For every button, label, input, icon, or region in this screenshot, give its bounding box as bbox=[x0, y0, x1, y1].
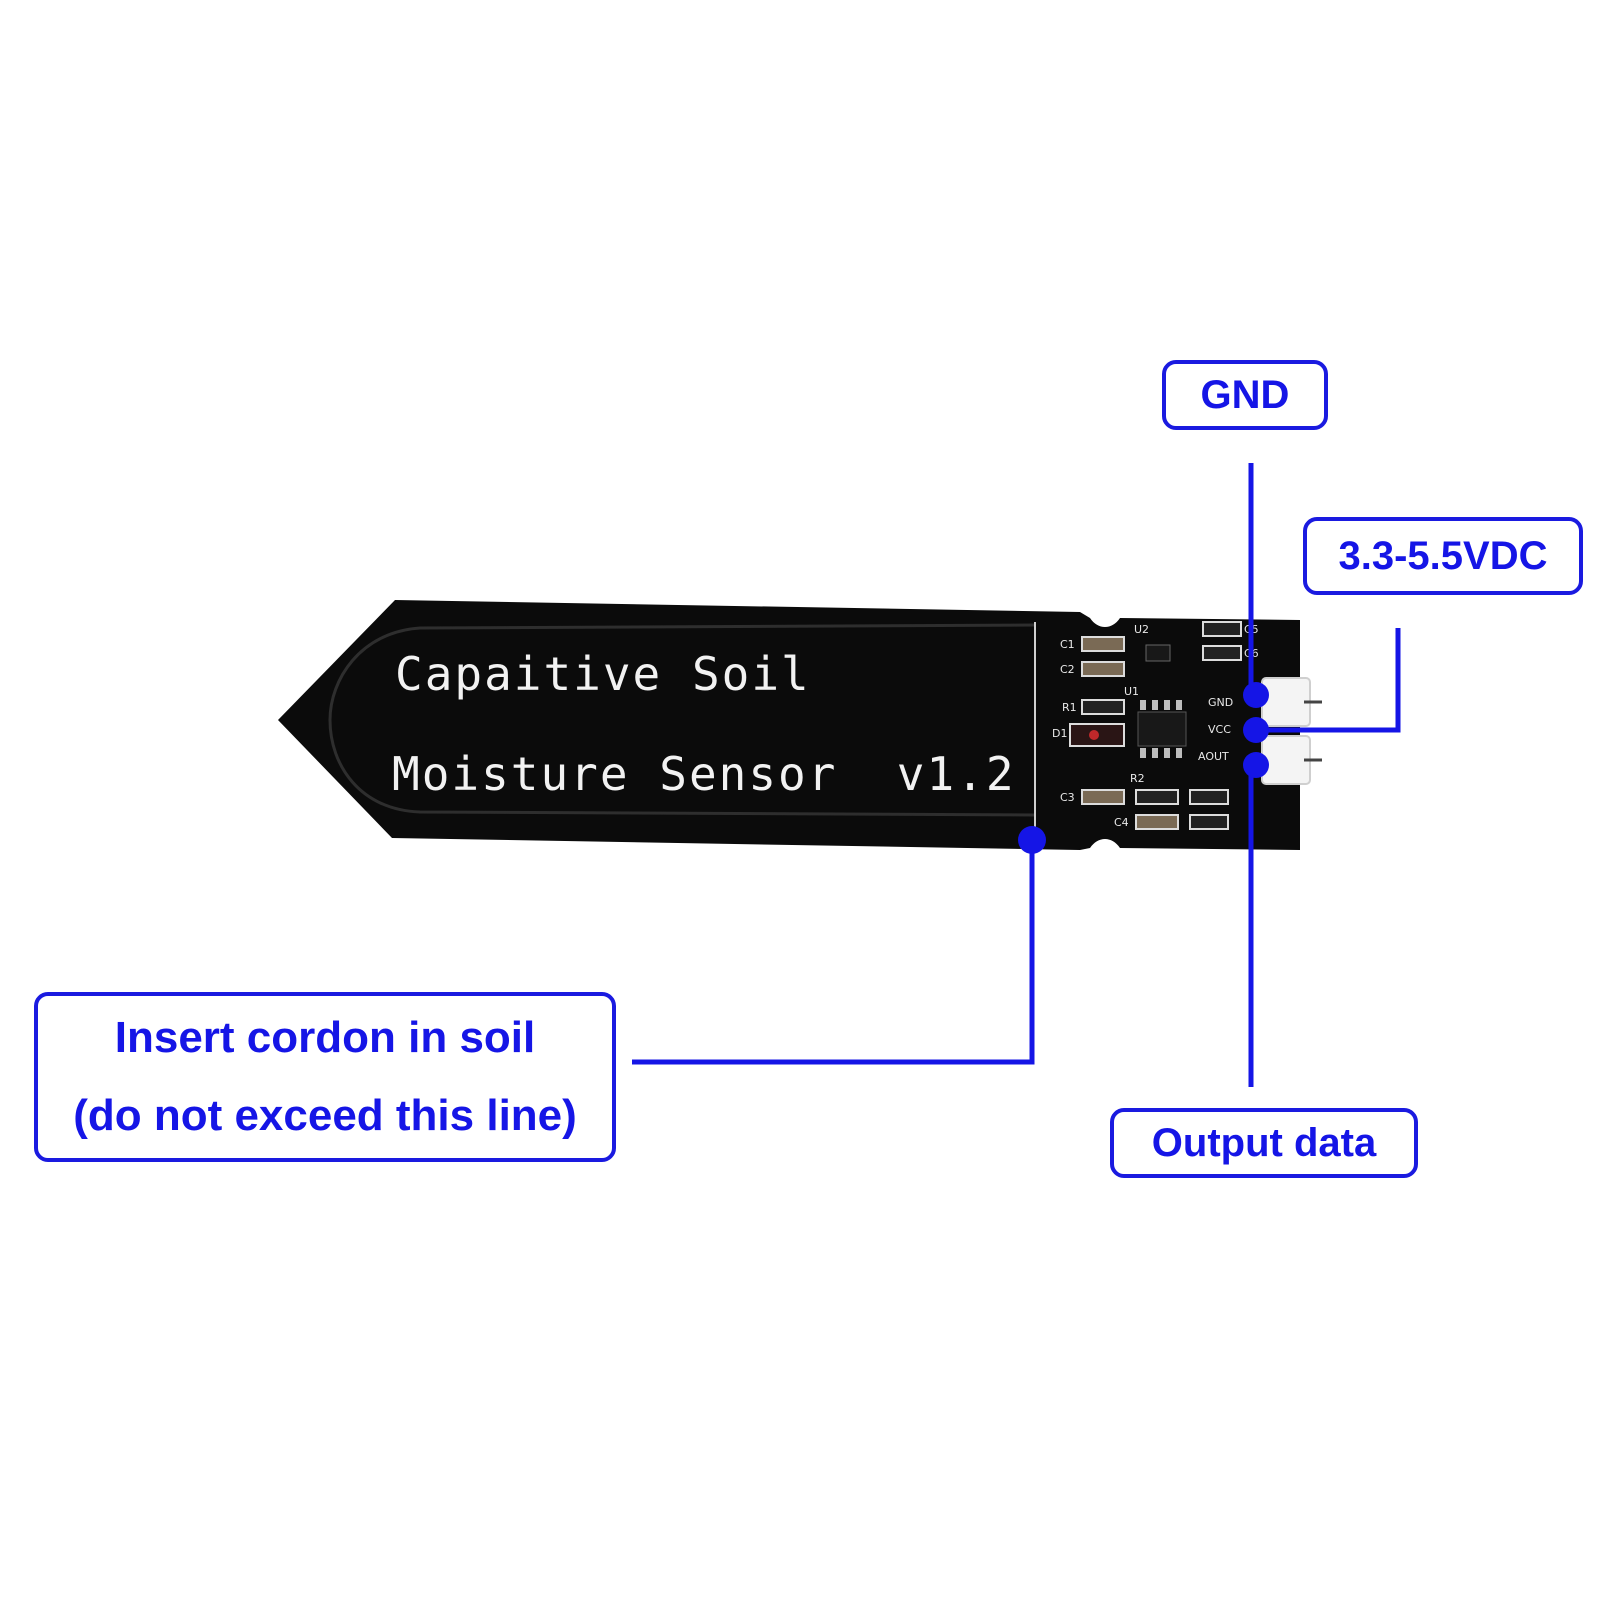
chip-u1-pins bbox=[1140, 700, 1182, 758]
soil-leader bbox=[632, 840, 1035, 1065]
resistor-r3 bbox=[1189, 789, 1229, 805]
soil-callout-line1: Insert cordon in soil bbox=[114, 1013, 536, 1062]
silk-vcc-pin: VCC bbox=[1208, 723, 1231, 736]
silk-u2: U2 bbox=[1134, 623, 1149, 636]
connector-housing-bottom bbox=[1261, 735, 1311, 785]
resistor-r4 bbox=[1189, 814, 1229, 830]
vcc-leader bbox=[1251, 628, 1401, 733]
chip-u2 bbox=[1145, 644, 1171, 662]
silk-gnd-pin: GND bbox=[1208, 696, 1233, 709]
capacitor-c2 bbox=[1081, 661, 1125, 677]
voltage-callout: 3.3-5.5VDC bbox=[1303, 517, 1583, 595]
connector bbox=[1261, 677, 1322, 785]
chip-u1 bbox=[1137, 711, 1187, 747]
output-callout-label: Output data bbox=[1151, 1120, 1377, 1165]
callout-dots bbox=[1018, 682, 1269, 854]
components bbox=[1069, 621, 1242, 830]
silk-aout-pin: AOUT bbox=[1198, 750, 1229, 763]
board-title-line2: Moisture Sensor v1.2 bbox=[392, 747, 1016, 801]
pcb-inner-outline bbox=[328, 623, 1036, 817]
silk-r2: R2 bbox=[1130, 772, 1145, 785]
led-d1-die bbox=[1089, 730, 1099, 740]
silk-c2: C2 bbox=[1060, 663, 1075, 676]
gnd-callout: GND bbox=[1162, 360, 1328, 430]
board-title-line1: Capaitive Soil bbox=[395, 647, 811, 701]
capacitor-c3 bbox=[1081, 789, 1125, 805]
capacitor-c4 bbox=[1135, 814, 1179, 830]
silk-c3: C3 bbox=[1060, 791, 1075, 804]
resistor-r1 bbox=[1081, 699, 1125, 715]
vcc-dot bbox=[1243, 717, 1269, 743]
output-callout: Output data bbox=[1110, 1108, 1418, 1178]
aout-dot bbox=[1243, 752, 1269, 778]
soil-callout: Insert cordon in soil (do not exceed thi… bbox=[34, 992, 616, 1162]
silk-u1: U1 bbox=[1124, 685, 1139, 698]
gnd-callout-label: GND bbox=[1200, 372, 1290, 417]
capacitor-c6 bbox=[1202, 645, 1242, 661]
callout-lines bbox=[632, 463, 1401, 1087]
sensor-board: Capaitive Soil Moisture Sensor v1.2 C1 bbox=[278, 600, 1322, 850]
gnd-dot bbox=[1243, 682, 1269, 708]
soil-callout-line2: (do not exceed this line) bbox=[73, 1091, 577, 1140]
silk-c1: C1 bbox=[1060, 638, 1075, 651]
silk-d1: D1 bbox=[1052, 727, 1067, 740]
silk-r1: R1 bbox=[1062, 701, 1077, 714]
silk-c4: C4 bbox=[1114, 816, 1129, 829]
pcb-outline bbox=[278, 600, 1300, 850]
connector-housing-top bbox=[1261, 677, 1311, 727]
capacitor-c5 bbox=[1202, 621, 1242, 637]
resistor-r2 bbox=[1135, 789, 1179, 805]
soil-dot bbox=[1018, 826, 1046, 854]
capacitor-c1 bbox=[1081, 636, 1125, 652]
voltage-callout-label: 3.3-5.5VDC bbox=[1338, 533, 1548, 578]
